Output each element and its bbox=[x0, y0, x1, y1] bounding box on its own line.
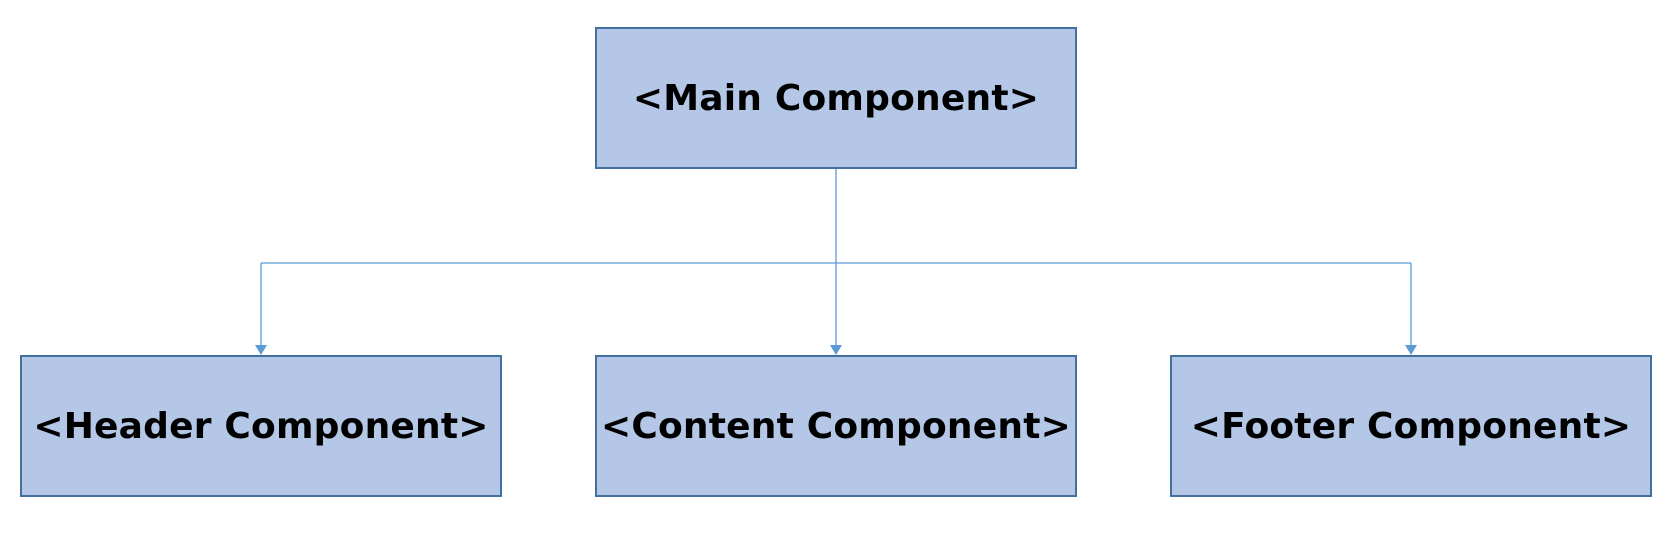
main-component-label: <Main Component> bbox=[632, 77, 1040, 119]
header-component-label: <Header Component> bbox=[33, 405, 489, 447]
arrowhead-content bbox=[830, 345, 842, 355]
content-component-label: <Content Component> bbox=[601, 405, 1071, 447]
footer-component-node: <Footer Component> bbox=[1170, 355, 1652, 497]
footer-component-label: <Footer Component> bbox=[1190, 405, 1632, 447]
content-component-node: <Content Component> bbox=[595, 355, 1077, 497]
header-component-node: <Header Component> bbox=[20, 355, 502, 497]
arrowhead-footer bbox=[1405, 345, 1417, 355]
main-component-node: <Main Component> bbox=[595, 27, 1077, 169]
arrowhead-header bbox=[255, 345, 267, 355]
